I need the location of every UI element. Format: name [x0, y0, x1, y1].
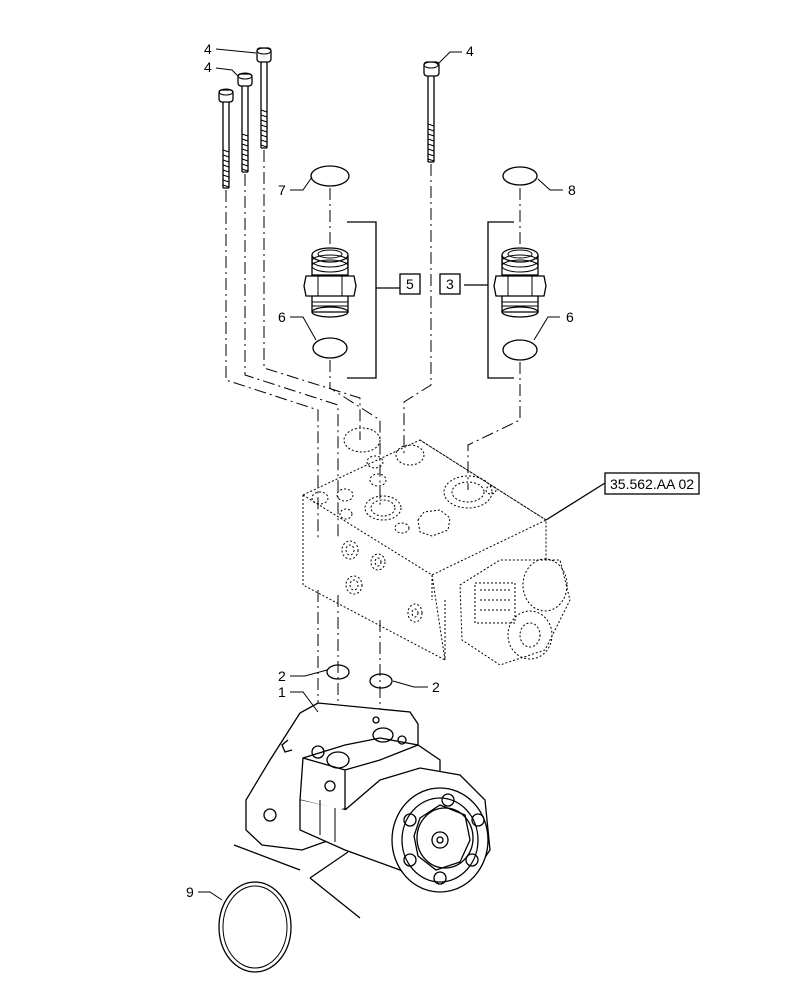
shaft-centerline	[233, 844, 361, 919]
o-ring-6-left	[312, 337, 348, 359]
o-ring-2-right	[369, 673, 393, 689]
callout-4b: 4	[204, 59, 212, 75]
o-ring-6-right	[502, 339, 538, 361]
steering-unit	[245, 702, 491, 893]
bolt-left-1	[218, 88, 234, 189]
callout-1: 1	[278, 684, 286, 700]
callout-4a: 4	[204, 41, 212, 57]
bolt-right	[423, 61, 440, 163]
callout-2-left: 2	[278, 668, 286, 684]
o-ring-2-left	[326, 664, 350, 680]
callout-2-right: 2	[432, 679, 440, 695]
callout-6-right: 6	[566, 309, 574, 325]
fitting-5	[303, 247, 357, 318]
bolt-left-3	[256, 47, 272, 149]
bolt-left-2	[237, 72, 253, 173]
callout-box-5	[399, 273, 421, 295]
o-ring-9	[218, 881, 292, 973]
callout-box-3	[439, 273, 461, 295]
callout-4c: 4	[466, 43, 474, 59]
o-ring-7	[310, 165, 350, 187]
o-ring-8	[502, 166, 538, 186]
valve-block	[302, 427, 571, 666]
callout-3: 3	[446, 276, 454, 292]
fitting-3	[493, 247, 547, 318]
reference-box[interactable]	[604, 472, 700, 495]
callout-7: 7	[278, 182, 286, 198]
callout-6-left: 6	[278, 309, 286, 325]
callout-leaders	[198, 48, 563, 901]
callout-8: 8	[568, 182, 576, 198]
reference-link[interactable]: 35.562.AA 02	[610, 476, 694, 492]
callout-9: 9	[186, 884, 194, 900]
bracket-5	[347, 221, 400, 379]
bracket-3	[464, 221, 514, 379]
callout-5: 5	[406, 276, 414, 292]
assembly-centerlines	[225, 150, 521, 760]
